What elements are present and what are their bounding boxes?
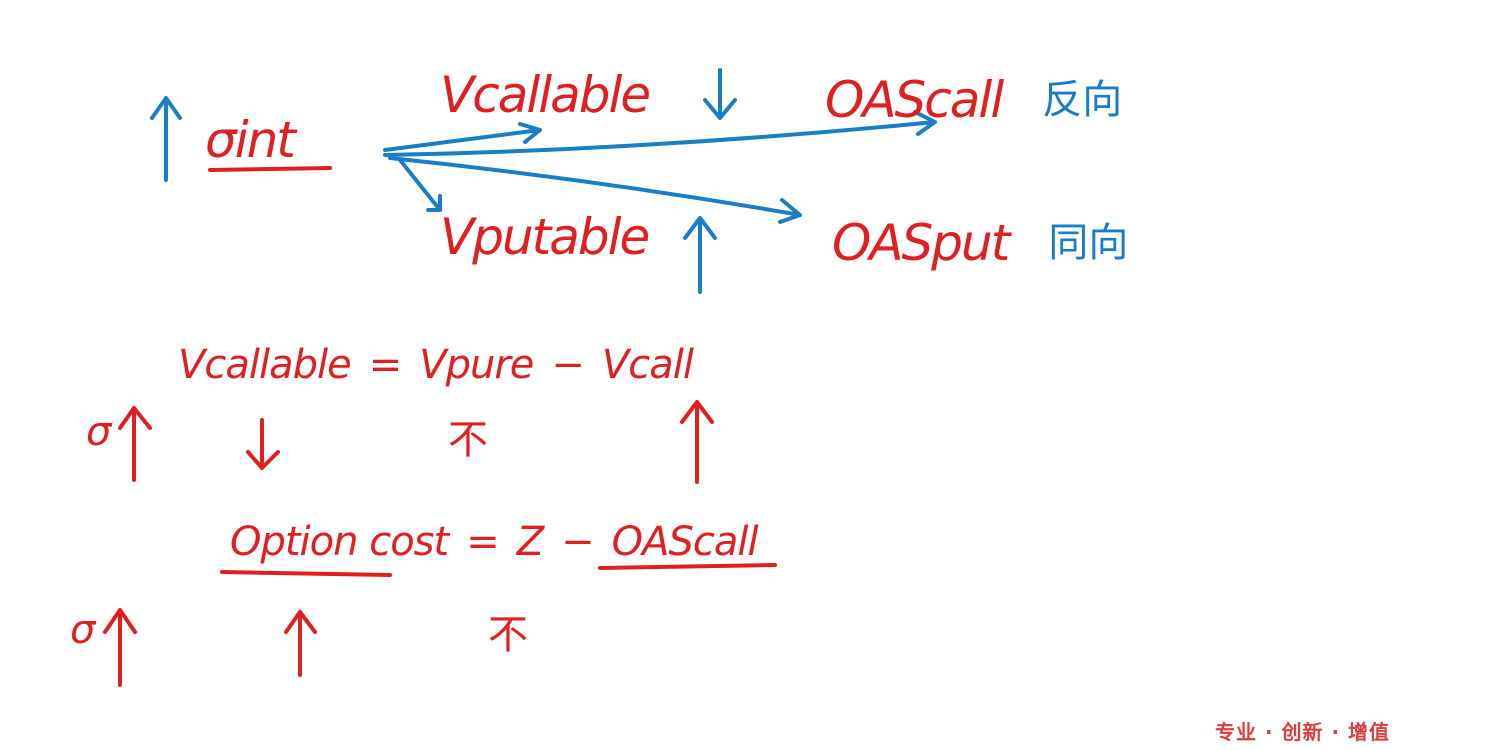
- down-arrow-row1: [246, 418, 280, 470]
- sigma-int-label: σint: [205, 111, 296, 169]
- v-putable-label: Vputable: [440, 208, 650, 266]
- arrow-to-vputable: [398, 158, 442, 212]
- eq1-equals: =: [368, 342, 403, 388]
- eq2-lhs: Option cost: [230, 519, 449, 565]
- underline-sigma: [208, 166, 332, 172]
- underline-option-cost: [220, 570, 392, 577]
- equation-callable: Vcallable = Vpure − Vcall: [178, 342, 694, 388]
- eq2-oascall: OAScall: [611, 519, 759, 565]
- reverse-label: 反向: [1042, 77, 1123, 123]
- arrow-to-vcallable: [383, 122, 542, 152]
- row1-not: 不: [448, 417, 488, 463]
- row1-sigma: σ: [86, 409, 111, 455]
- watermark: 专业 · 创新 · 增值: [1215, 720, 1391, 744]
- up-arrow-row2: [284, 610, 317, 677]
- oas-call-group: OAScall 反向: [825, 75, 1122, 125]
- eq1-lhs: Vcallable: [178, 342, 352, 388]
- down-arrow-vcallable: [703, 68, 737, 120]
- eq1-minus: −: [551, 342, 585, 388]
- same-direction-label: 同向: [1048, 220, 1129, 266]
- up-arrow-vputable: [683, 216, 717, 294]
- oas-put-label: OASput: [832, 214, 1010, 272]
- eq1-vcall: Vcall: [601, 342, 694, 388]
- eq1-vpure: Vpure: [419, 342, 534, 388]
- underline-oascall: [598, 563, 777, 570]
- up-arrow-sigma: [150, 96, 182, 182]
- up-arrow-row1-sigma: [118, 406, 152, 482]
- up-arrow-row1-vcall: [680, 400, 714, 484]
- eq2-minus: −: [561, 519, 595, 565]
- arrow-to-oascall: [383, 110, 937, 157]
- oas-call-label: OAScall: [825, 71, 1004, 129]
- oas-put-group: OASput 同向: [832, 218, 1128, 268]
- row2-not: 不: [488, 612, 528, 658]
- up-arrow-row2-sigma: [103, 608, 137, 687]
- row2-sigma: σ: [70, 607, 95, 653]
- arrow-to-oasput: [388, 156, 802, 224]
- eq2-equals: =: [466, 519, 500, 565]
- eq2-z: Z: [516, 519, 544, 565]
- equation-option-cost: Option cost = Z − OAScall: [230, 519, 759, 565]
- v-callable-label: Vcallable: [440, 66, 651, 124]
